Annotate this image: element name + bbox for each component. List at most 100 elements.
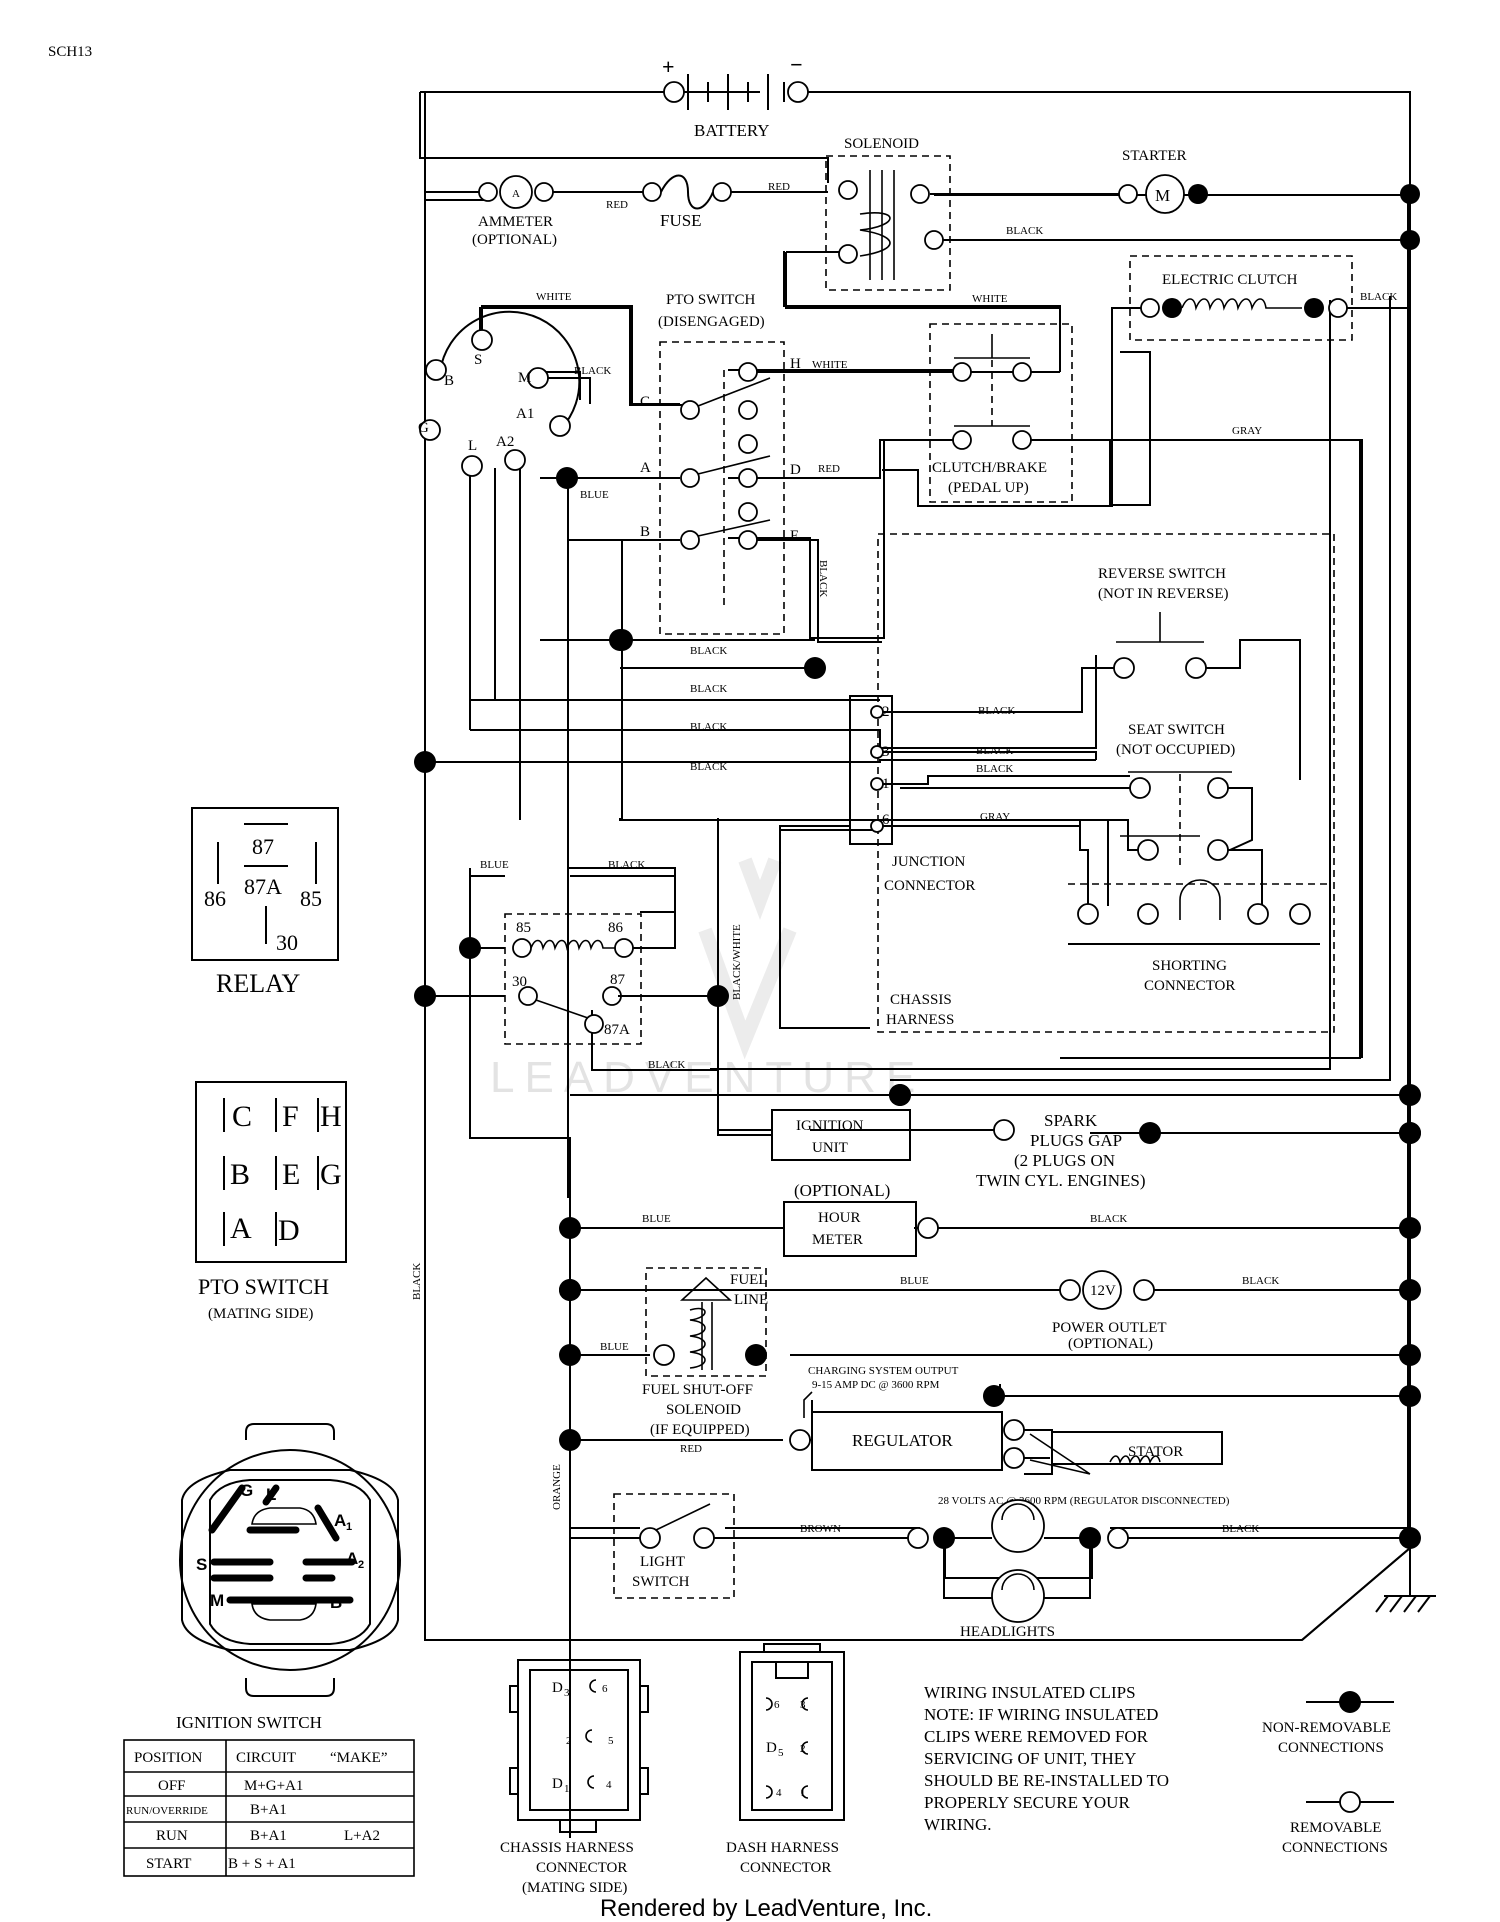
footer-credit: Rendered by LeadVenture, Inc. — [600, 1895, 932, 1922]
ign-term-a2: A2 — [496, 434, 514, 450]
wire-black-4: BLACK — [690, 761, 727, 773]
note-line-5: PROPERLY SECURE YOUR — [924, 1793, 1130, 1812]
relay-legend-85: 85 — [300, 886, 322, 911]
ammeter-optional: (OPTIONAL) — [472, 232, 557, 248]
chassis-conn-d1: D — [552, 1776, 563, 1792]
fuel-label-2: LINE — [734, 1292, 768, 1308]
dash-conn-label-2: CONNECTOR — [740, 1860, 831, 1876]
ignition-unit-label-2: UNIT — [812, 1140, 848, 1156]
relay-legend-86: 86 — [204, 886, 226, 911]
ign-term-a1: A1 — [516, 406, 534, 422]
legend-nonremovable-1: NON-REMOVABLE — [1262, 1720, 1391, 1736]
dash-conn-label-1: DASH HARNESS — [726, 1840, 839, 1856]
pto-term-a: A — [640, 460, 651, 476]
ign-term-b: B — [444, 373, 454, 389]
battery-label: BATTERY — [694, 121, 770, 140]
pto-term-e: E — [790, 528, 799, 544]
dash-conn-4: 4 — [776, 1787, 782, 1799]
wire-orange: ORANGE — [551, 1464, 563, 1510]
junction-label: JUNCTION — [892, 854, 965, 870]
chassis-conn-6: 6 — [602, 1683, 608, 1695]
ign-term-g: G — [418, 420, 429, 436]
chassis-conn-d3: D — [552, 1680, 563, 1696]
wire-black-m: BLACK — [574, 365, 611, 377]
table-header-circuit: CIRCUIT — [236, 1750, 296, 1766]
spark-label-3: (2 PLUGS ON — [1014, 1151, 1115, 1170]
spark-label-1: SPARK — [1044, 1111, 1098, 1130]
stator-label: STATOR — [1128, 1444, 1183, 1460]
spark-label-4: TWIN CYL. ENGINES) — [976, 1171, 1146, 1190]
table-row-1-circuit: B+A1 — [250, 1802, 287, 1818]
ignition-table: POSITION CIRCUIT “MAKE” OFF M+G+A1 RUN/O… — [123, 1739, 415, 1877]
page-code: SCH13 — [48, 44, 92, 60]
regulator-label: REGULATOR — [852, 1431, 953, 1450]
wire-blue-ign: BLUE — [580, 489, 609, 501]
seat-label: SEAT SWITCH — [1128, 722, 1225, 738]
dash-harness-connector: 6 3 D 5 2 4 1 DASH HARNESS CONNECTOR — [726, 1643, 845, 1876]
power-outlet-label: POWER OUTLET — [1052, 1320, 1167, 1336]
note-line-2: CLIPS WERE REMOVED FOR — [924, 1727, 1149, 1746]
note-line-3: SERVICING OF UNIT, THEY — [924, 1749, 1136, 1768]
seat-switch: SEAT SWITCH (NOT OCCUPIED) — [900, 722, 1263, 906]
note-line-4: SHOULD BE RE-INSTALLED TO — [924, 1771, 1169, 1790]
wire-black-outlet: BLACK — [1242, 1275, 1279, 1287]
pto-mating-f: F — [282, 1100, 299, 1133]
wire-black-head: BLACK — [1222, 1523, 1259, 1535]
reverse-state: (NOT IN REVERSE) — [1098, 586, 1229, 602]
headlights: HEADLIGHTS BLACK — [907, 1499, 1436, 1640]
relay-legend-30: 30 — [276, 930, 298, 955]
ign-face-s: S — [196, 1555, 207, 1574]
wire-blue-outlet: BLUE — [900, 1275, 929, 1287]
wire-red-2: RED — [768, 181, 790, 193]
pto-state: (DISENGAGED) — [658, 314, 765, 330]
dash-conn-d5: D — [766, 1740, 777, 1756]
ignition-unit-label-1: IGNITION — [796, 1118, 864, 1134]
wire-black-relay: BLACK — [608, 859, 645, 871]
relay-term-30: 30 — [512, 974, 527, 990]
wire-blue-relay: BLUE — [480, 859, 509, 871]
battery-plus: + — [662, 54, 675, 79]
pto-mating-a: A — [230, 1212, 252, 1245]
chassis-conn-2: 2 — [566, 1735, 572, 1747]
dash-conn-5: 5 — [778, 1747, 784, 1759]
wire-white-pto: WHITE — [812, 359, 848, 371]
wire-black-j2: BLACK — [978, 705, 1015, 717]
chassis-conn-3: 3 — [564, 1687, 570, 1699]
ign-term-l: L — [468, 438, 477, 454]
relay-legend-87a: 87A — [244, 874, 282, 899]
pto-term-c: C — [640, 394, 650, 410]
reverse-label: REVERSE SWITCH — [1098, 566, 1226, 582]
junction-connector-label: CONNECTOR — [884, 878, 975, 894]
relay-legend-title: RELAY — [216, 969, 300, 998]
fuel-sol-label-2: SOLENOID — [666, 1402, 741, 1418]
pto-mating-b: B — [230, 1158, 250, 1191]
pto-mating-d: D — [278, 1214, 300, 1247]
note-line-0: WIRING INSULATED CLIPS — [924, 1683, 1136, 1702]
ign-face-a1-sub: 1 — [346, 1521, 352, 1533]
charging-label-2: 9-15 AMP DC @ 3600 RPM — [812, 1379, 940, 1391]
pto-mating-sub: (MATING SIDE) — [208, 1306, 313, 1322]
table-row-2-position: RUN — [156, 1828, 188, 1844]
chassis-conn-label-1: CHASSIS HARNESS — [500, 1840, 634, 1856]
seat-state: (NOT OCCUPIED) — [1116, 742, 1235, 758]
hour-meter: (OPTIONAL) HOUR METER BLUE BLACK — [559, 1181, 1421, 1257]
bus-junctions — [559, 629, 1421, 1301]
charging-label-1: CHARGING SYSTEM OUTPUT — [808, 1365, 959, 1377]
volts28-label: 28 VOLTS AC @ 3600 RPM (REGULATOR DISCON… — [938, 1495, 1230, 1507]
solenoid: SOLENOID BLACK WHITE — [785, 136, 1125, 309]
fuse-label: FUSE — [660, 211, 702, 230]
clutch-brake-state: (PEDAL UP) — [948, 480, 1029, 496]
chassis-conn-label-3: (MATING SIDE) — [522, 1880, 627, 1896]
wire-black-hour: BLACK — [1090, 1213, 1127, 1225]
table-row-3-circuit: B + S + A1 — [228, 1856, 296, 1872]
power-outlet-optional: (OPTIONAL) — [1068, 1336, 1153, 1352]
chassis-conn-1: 1 — [564, 1783, 570, 1795]
starter: M STARTER — [1118, 148, 1420, 250]
pto-term-h: H — [790, 356, 801, 372]
note-line-1: NOTE: IF WIRING INSULATED — [924, 1705, 1158, 1724]
wire-black-white: BLACK/WHITE — [731, 924, 743, 1000]
electric-clutch-label: ELECTRIC CLUTCH — [1162, 272, 1298, 288]
power-outlet: 12V POWER OUTLET (OPTIONAL) BLACK — [1052, 1270, 1279, 1352]
wire-red-reg: RED — [680, 1443, 702, 1455]
